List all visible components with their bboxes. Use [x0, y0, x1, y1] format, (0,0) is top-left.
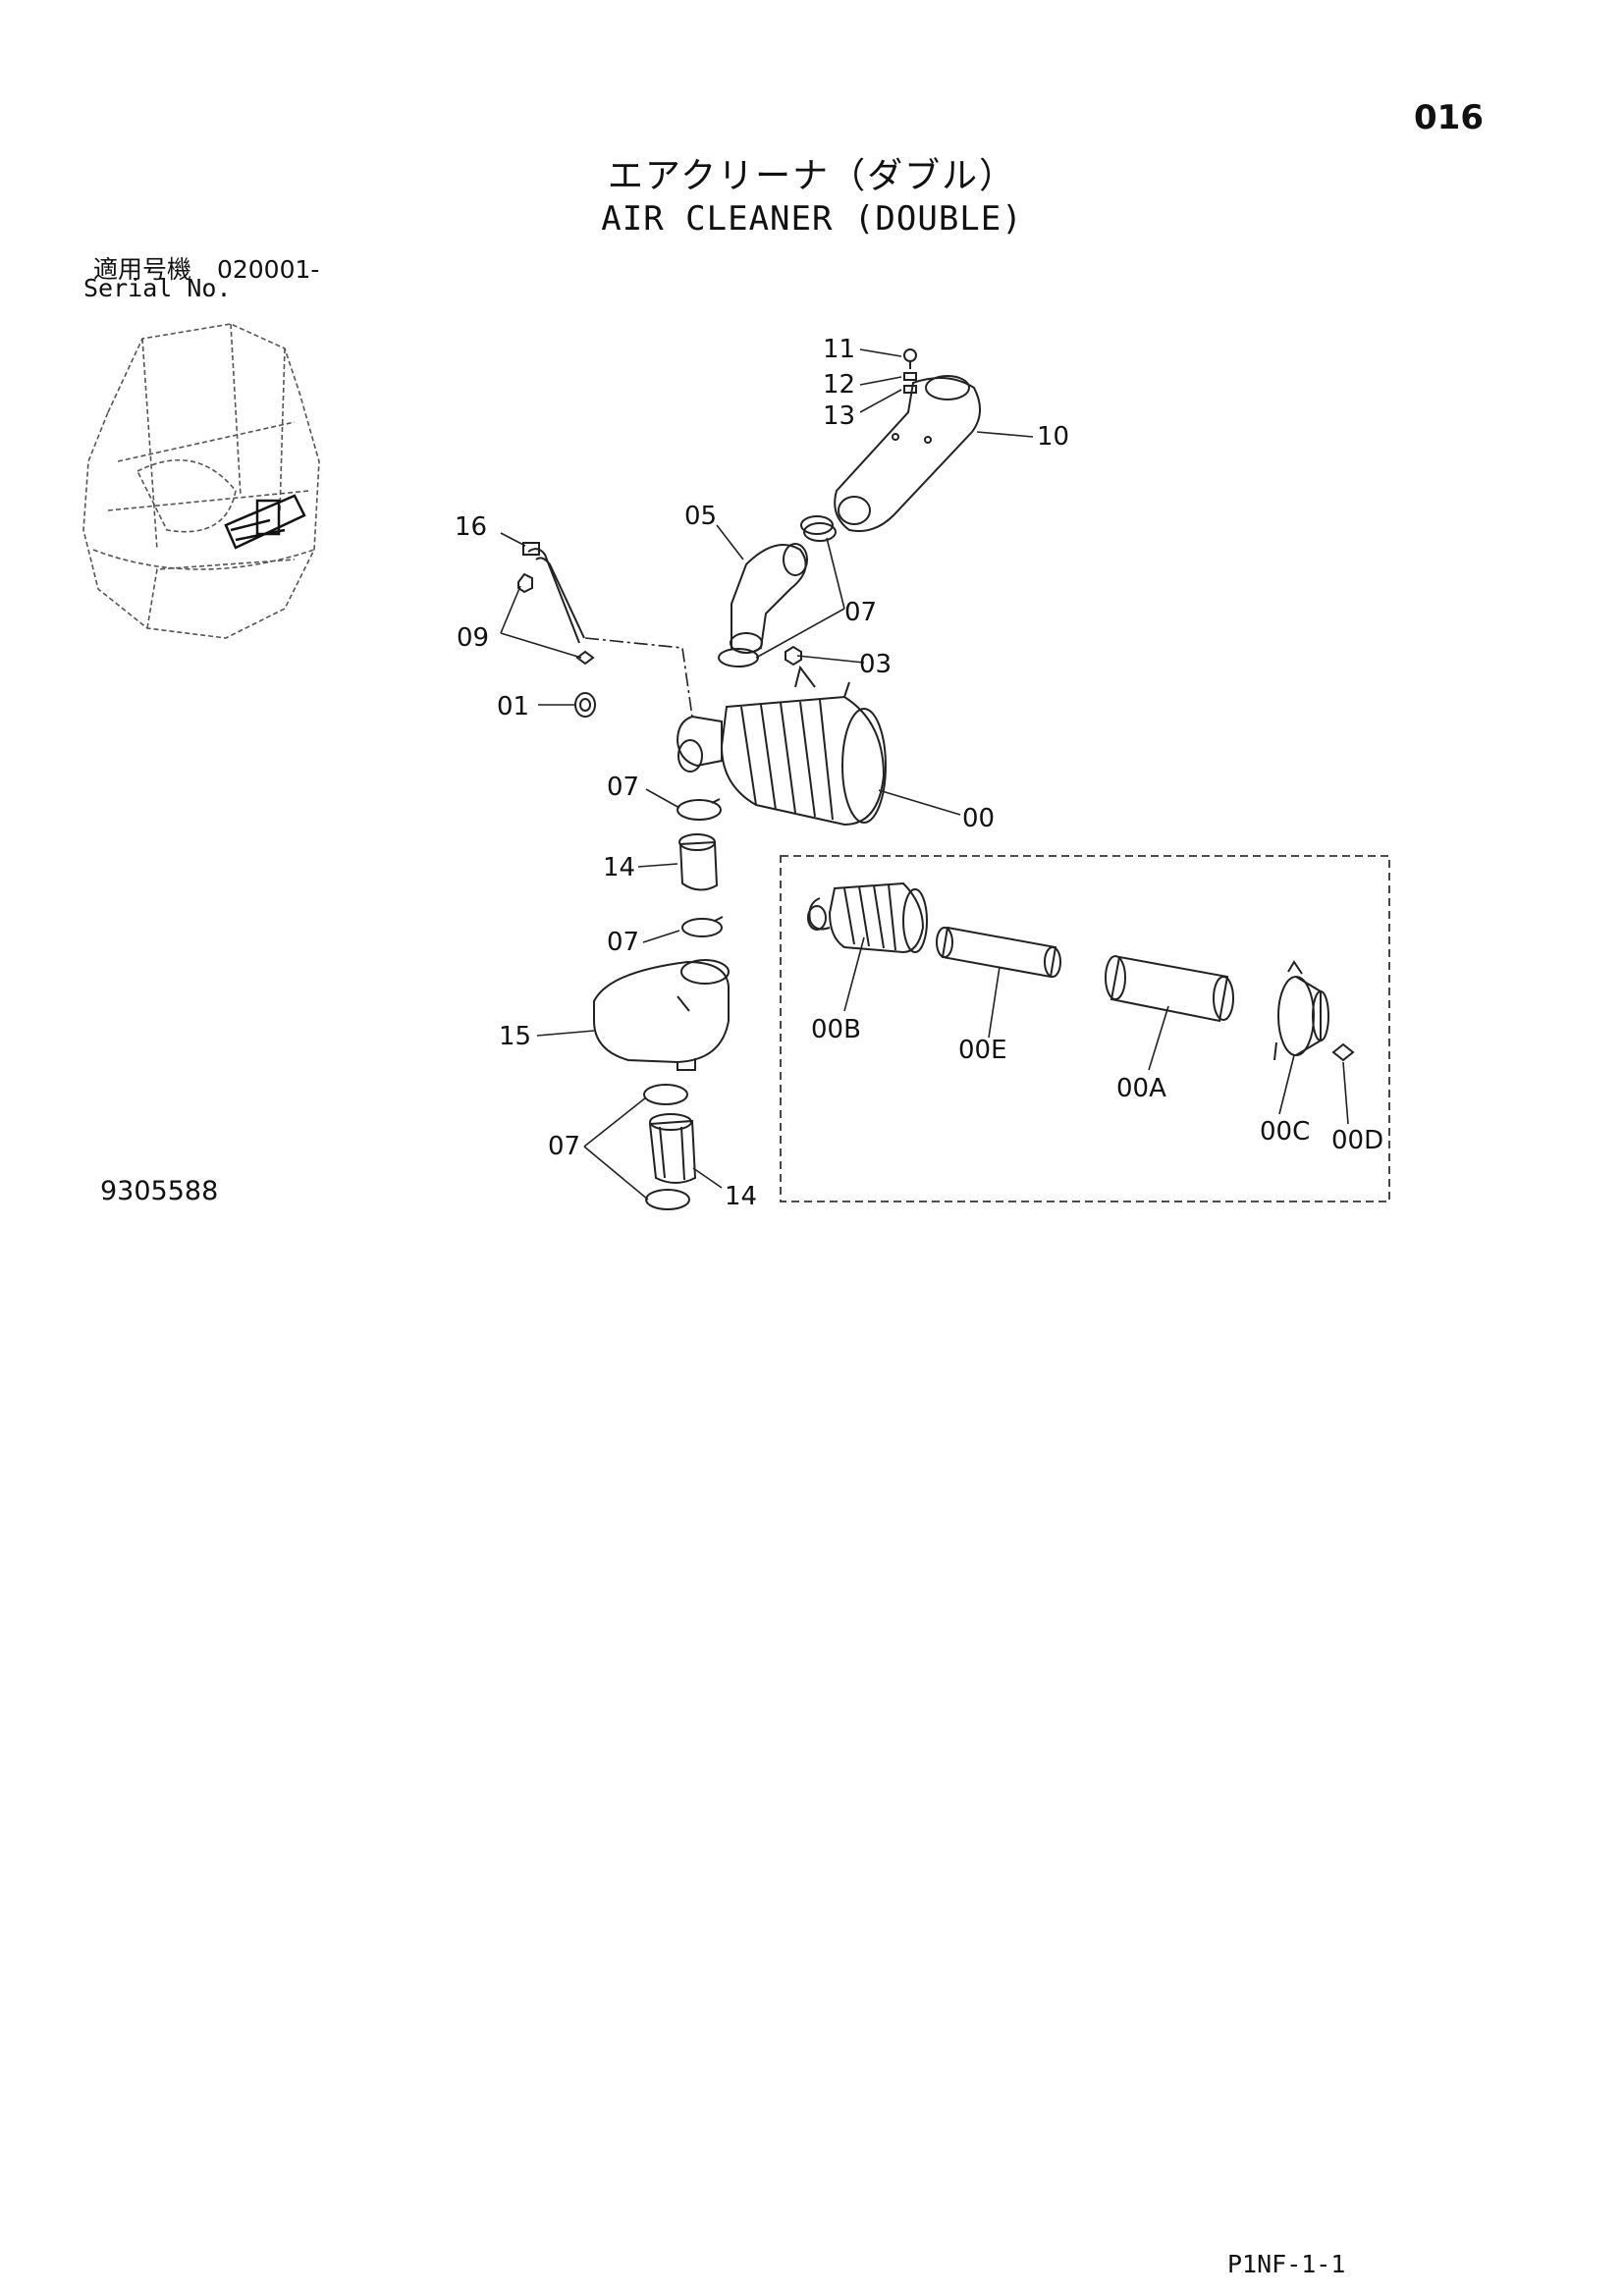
- serial-label-row: 適用号機 020001-: [93, 250, 319, 286]
- hose-clamp-07d-icon: [643, 1084, 690, 1210]
- housing-00B-icon: [807, 881, 928, 954]
- title-japanese: エアクリーナ（ダブル）: [607, 156, 1017, 196]
- cover-00C-icon: [1273, 960, 1329, 1061]
- title-english: AIR CLEANER (DOUBLE): [601, 199, 1023, 239]
- fitting-09-icon: [517, 572, 595, 666]
- callout-16: 16: [455, 512, 487, 542]
- duct-15-icon: [593, 959, 730, 1071]
- serial-label-en: Serial No.: [83, 274, 232, 302]
- hose-clamp-07c-icon: [681, 916, 724, 937]
- callout-00B: 00B: [811, 1015, 861, 1044]
- leader-lines: [500, 348, 1349, 1201]
- callout-03: 03: [859, 650, 892, 679]
- elbow-hose-05-icon: [730, 543, 808, 654]
- serial-value: 020001-: [216, 255, 320, 284]
- callout-07b: 07: [607, 773, 639, 802]
- hose-clamp-07a-icon: [800, 515, 837, 542]
- outer-element-00A-icon: [1105, 955, 1234, 1023]
- hose-14a-icon: [678, 833, 719, 891]
- assembly-guide-line: [584, 637, 693, 718]
- callout-00C: 00C: [1260, 1117, 1310, 1147]
- callout-13: 13: [823, 401, 855, 431]
- hose-clamp-07a2-icon: [718, 648, 759, 667]
- callout-14b: 14: [725, 1182, 757, 1211]
- callout-11: 11: [823, 335, 855, 364]
- callout-00: 00: [962, 804, 995, 833]
- callout-10: 10: [1037, 422, 1069, 452]
- nut-03-icon: [785, 645, 802, 667]
- callout-15: 15: [499, 1022, 531, 1051]
- callout-00A: 00A: [1116, 1074, 1166, 1103]
- intake-duct-10-icon: [834, 375, 981, 532]
- cap-01-icon: [574, 692, 596, 718]
- hose-clamp-07b-icon: [677, 798, 722, 821]
- callout-00E: 00E: [958, 1036, 1007, 1065]
- bolt-11-icon: [903, 348, 917, 369]
- drawing-number: 9305588: [100, 1176, 219, 1206]
- callout-07d: 07: [548, 1132, 580, 1161]
- washer-13-icon: [903, 385, 917, 394]
- callout-12: 12: [823, 370, 855, 400]
- washer-12-icon: [903, 372, 917, 381]
- valve-00D-icon: [1331, 1042, 1355, 1062]
- callout-05: 05: [684, 502, 717, 531]
- element-kit-box: [780, 855, 1390, 1202]
- callout-07c: 07: [607, 928, 639, 957]
- callout-07a: 07: [844, 598, 877, 627]
- machine-location-thumbnail: [82, 323, 320, 639]
- callout-09: 09: [457, 623, 489, 653]
- hose-14b-icon: [648, 1113, 697, 1184]
- callout-labels: 11 12 13 10 16 05 07 09 03 01 07 00 14 0…: [455, 335, 1383, 1211]
- serial-label-jp: 適用号機: [93, 255, 192, 284]
- page-number: 016: [1414, 98, 1484, 137]
- inner-element-00E-icon: [936, 926, 1061, 979]
- sheet-code: P1NF-1-1: [1227, 2250, 1346, 2278]
- callout-14a: 14: [603, 853, 635, 882]
- air-cleaner-00-icon: [676, 665, 887, 827]
- callout-00D: 00D: [1331, 1126, 1383, 1155]
- hose-16-icon: [522, 542, 585, 644]
- thumbnail-highlight-icon: [224, 494, 306, 550]
- callout-01: 01: [497, 692, 529, 721]
